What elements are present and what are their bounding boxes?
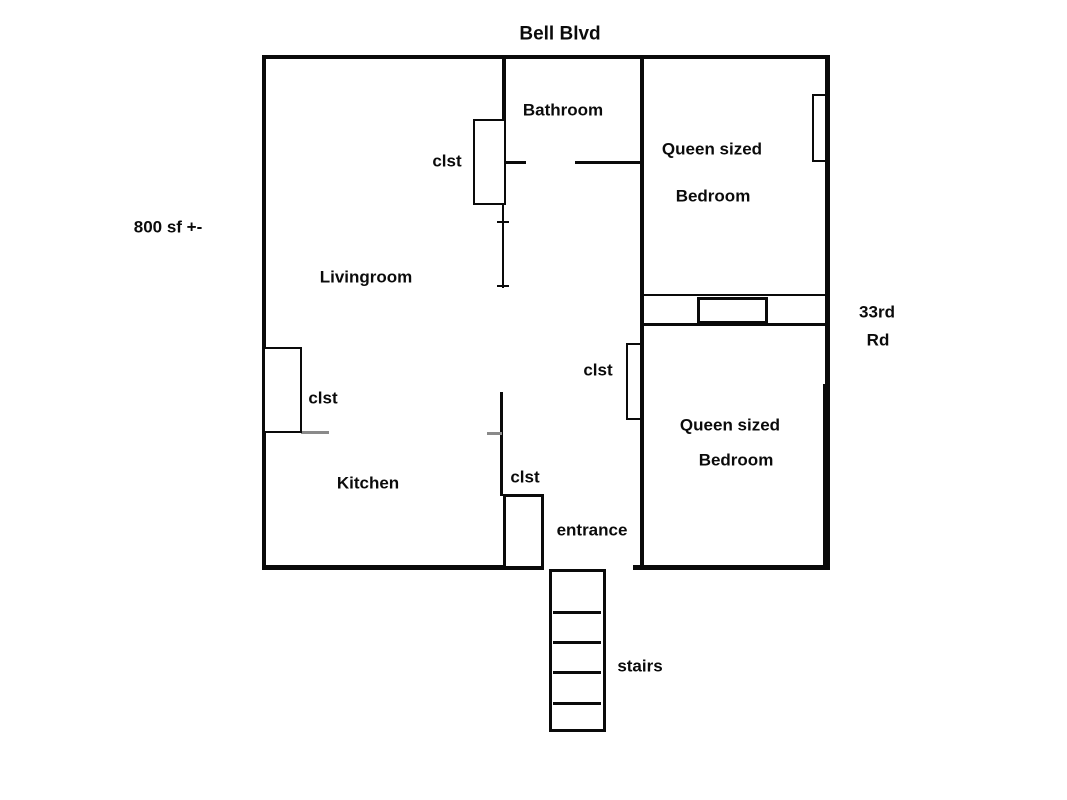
partial-wall-kitchen-east-tick: [487, 432, 502, 435]
wall-bathroom-west: [502, 55, 506, 165]
stair-tread-1: [553, 611, 601, 614]
bedroom-bottom-closet-label: clst: [583, 360, 613, 380]
bathroom-label: Bathroom: [522, 100, 604, 120]
stair-tread-3: [553, 671, 601, 674]
wall-kitchen-east: [500, 392, 503, 496]
area-label: 800 sf +-: [133, 217, 203, 237]
wall-top: [262, 55, 830, 59]
bedroom-bottom-label-line1: Queen sized: [679, 415, 781, 435]
bedroom-top-window: [812, 94, 827, 162]
partial-wall-tick-top: [497, 221, 509, 223]
stair-tread-2: [553, 641, 601, 644]
partial-wall-kitchen-west: [301, 431, 329, 434]
partial-wall-livingroom: [502, 204, 504, 288]
partial-wall-tick-bottom: [497, 285, 509, 287]
wall-bathroom-south: [575, 161, 643, 164]
kitchen-closet-box: [263, 347, 302, 433]
entrance-closet-box: [503, 494, 544, 569]
livingroom-label: Livingroom: [319, 267, 413, 287]
street-label-right-line2: Rd: [866, 330, 890, 350]
bedroom-top-label-line2: Bedroom: [675, 186, 751, 206]
wall-bottom-left: [262, 565, 544, 570]
bedroom-top-label-line1: Queen sized: [661, 139, 763, 159]
wall-right-thick-lower: [823, 384, 830, 570]
stairs-label: stairs: [617, 656, 663, 676]
wall-bedroom-divider: [640, 55, 644, 568]
entrance-label: entrance: [556, 520, 628, 540]
wall-bottom-right: [633, 565, 830, 570]
entrance-closet-label: clst: [510, 467, 540, 487]
kitchen-label: Kitchen: [336, 473, 400, 493]
street-label-right-line1: 33rd: [859, 302, 895, 322]
bathroom-closet-box: [473, 119, 506, 205]
wall-bedroom-band-top: [641, 294, 828, 296]
bedroom-band-door: [697, 297, 768, 324]
bedroom-bottom-closet-box: [626, 343, 642, 420]
wall-bedroom-band-bottom: [641, 323, 828, 326]
bathroom-closet-label: clst: [432, 151, 462, 171]
stair-tread-4: [553, 702, 601, 705]
street-label-top: Bell Blvd: [519, 23, 601, 45]
stairs-box: [549, 569, 606, 732]
bedroom-bottom-label-line2: Bedroom: [698, 450, 774, 470]
wall-right: [825, 55, 830, 570]
wall-bathroom-door-jamb: [506, 161, 526, 164]
kitchen-closet-label: clst: [308, 388, 338, 408]
wall-left: [262, 55, 266, 570]
